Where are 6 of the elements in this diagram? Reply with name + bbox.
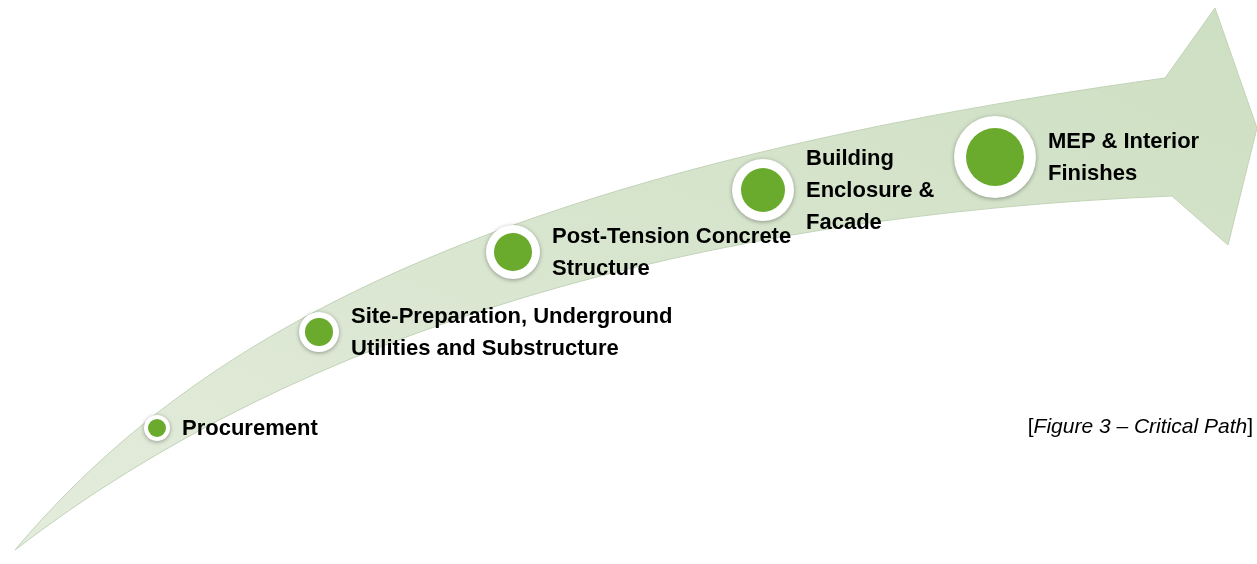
milestone-label: Procurement [182, 414, 319, 442]
milestone-label: Site-Preparation, Underground Utilities and Substructure [351, 302, 674, 362]
milestone-label: Building Enclosure & Facade [806, 144, 936, 236]
milestone-label: Post-Tension Concrete Structure [552, 222, 792, 282]
milestone-label: MEP & Interior Finishes [1048, 127, 1201, 187]
figure-caption: [Figure 3 – Critical Path] [1027, 413, 1253, 439]
